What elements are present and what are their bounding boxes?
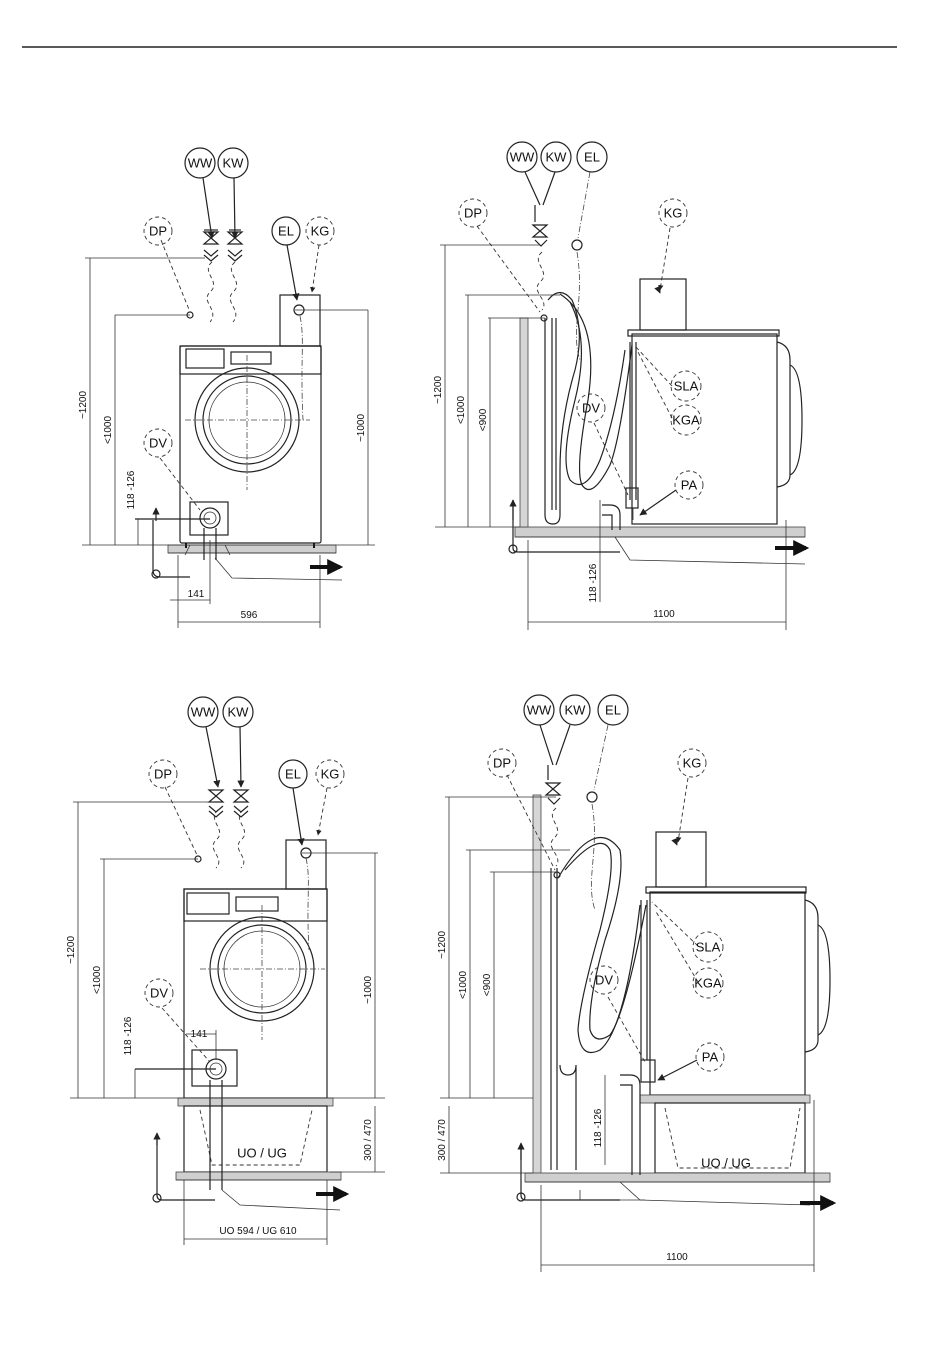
label-kga-side: KGA (672, 413, 700, 428)
dim-118-126: 118 -126 (126, 470, 137, 509)
label-dp-side: DP (464, 206, 482, 221)
label-dv-side-pedestal: DV (595, 973, 613, 988)
side-machine-body (632, 334, 777, 524)
front-pedestal-drawing (70, 727, 385, 1245)
dim-ped-141: 141 (191, 1029, 208, 1040)
label-kw-side-pedestal: KW (565, 703, 587, 718)
dim-side-1100: 1100 (653, 609, 675, 620)
side-gas-box (640, 279, 686, 330)
dim-side-approx-1200: ~1200 (433, 376, 444, 405)
dim-lt-1000: <1000 (103, 416, 114, 445)
label-el-side-pedestal: EL (605, 703, 621, 718)
control-display (231, 352, 271, 364)
label-uo-ug-side: UO / UG (701, 1156, 751, 1171)
dim-ped-approx-1200: ~1200 (66, 936, 77, 965)
label-ww: WW (188, 156, 213, 171)
label-pa-side-pedestal: PA (702, 1050, 719, 1065)
dim-sped-1100: 1100 (666, 1252, 688, 1263)
dim-approx-1000: ~1000 (356, 414, 367, 443)
electric-box (280, 295, 320, 346)
label-kg-side-pedestal: KG (683, 756, 702, 771)
label-sla-side: SLA (674, 379, 699, 394)
dim-ped-118-126: 118 -126 (123, 1016, 134, 1055)
label-kw-pedestal: KW (228, 705, 250, 720)
label-dp-side-pedestal: DP (493, 756, 511, 771)
label-el-side: EL (584, 150, 600, 165)
dim-sped-lt-1000: <1000 (458, 971, 469, 1000)
label-sla-side-pedestal: SLA (696, 940, 721, 955)
label-dp: DP (149, 224, 167, 239)
side-view-drawing (435, 172, 806, 630)
dim-approx-1200: ~1200 (78, 391, 89, 420)
label-kg: KG (311, 224, 330, 239)
label-ww-pedestal: WW (191, 705, 216, 720)
dim-uo594-ug610: UO 594 / UG 610 (219, 1226, 297, 1237)
label-kw-side: KW (546, 150, 568, 165)
label-dv: DV (149, 436, 167, 451)
label-kg-pedestal: KG (321, 767, 340, 782)
label-dv-pedestal: DV (150, 986, 168, 1001)
front-view-dimensions: ~1200 <1000 118 -126 ~1000 141 596 (78, 391, 367, 621)
dim-side-lt-900: <900 (478, 408, 489, 431)
label-ww-side-pedestal: WW (527, 703, 552, 718)
dim-sped-lt-900: <900 (482, 973, 493, 996)
label-ww-side: WW (510, 150, 535, 165)
dim-ped-300-470: 300 / 470 (363, 1119, 374, 1161)
side-view-dimensions: ~1200 <1000 <900 118 -126 1100 (433, 376, 675, 620)
label-el-pedestal: EL (285, 767, 301, 782)
dim-596: 596 (241, 610, 258, 621)
detergent-drawer (186, 349, 224, 368)
dim-sped-118-126: 118 -126 (593, 1108, 604, 1147)
front-water-taps (204, 230, 242, 261)
label-kg-side: KG (664, 206, 683, 221)
front-pedestal-machine (184, 889, 327, 1098)
side-pedestal-drawing (440, 725, 833, 1272)
label-uo-ug-front: UO / UG (237, 1146, 287, 1161)
label-kga-side-pedestal: KGA (694, 976, 722, 991)
dim-ped-approx-1000: ~1000 (363, 976, 374, 1005)
dim-side-lt-1000: <1000 (456, 396, 467, 425)
label-dp-pedestal: DP (154, 767, 172, 782)
side-pedestal-machine (650, 892, 805, 1095)
dim-sped-approx-1200: ~1200 (437, 931, 448, 960)
label-kw: KW (223, 156, 245, 171)
front-view-floor (82, 178, 375, 628)
label-el: EL (278, 224, 294, 239)
label-pa-side: PA (681, 478, 698, 493)
label-dv-side: DV (582, 401, 600, 416)
dim-sped-300-470: 300 / 470 (437, 1119, 448, 1161)
front-view-labels: WW KW DP EL KG DV (144, 148, 334, 457)
dim-141: 141 (188, 589, 205, 600)
dim-side-118-126: 118 -126 (588, 563, 599, 602)
dim-ped-lt-1000: <1000 (92, 966, 103, 995)
